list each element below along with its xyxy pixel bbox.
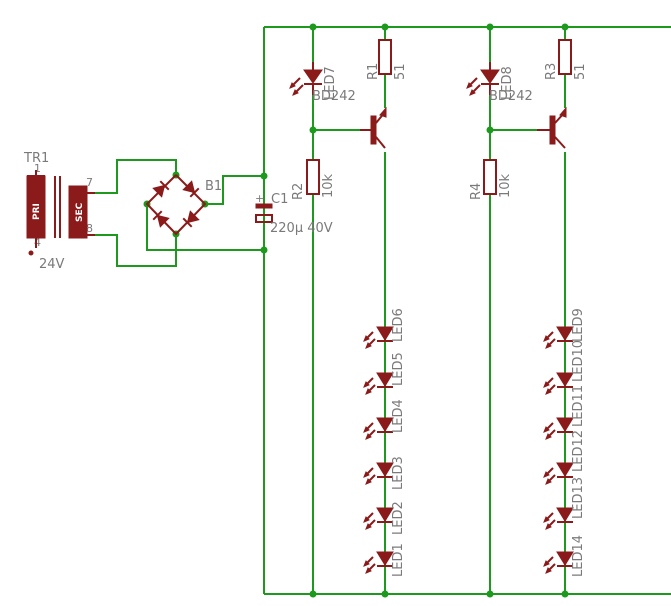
transformer-pin4: 4 bbox=[34, 236, 41, 249]
transformer-tr1: TR1 1 4 7 8 PRI SEC 24V bbox=[23, 151, 95, 272]
led9: LED9 bbox=[543, 308, 586, 349]
transistor-right bbox=[537, 106, 567, 149]
led11-label: LED11 bbox=[571, 385, 586, 427]
led3-label: LED3 bbox=[391, 456, 406, 490]
led8-value: BD242 bbox=[489, 89, 533, 104]
led-chain-left: LED6 LED5 LED4 LED3 LED2 bbox=[363, 308, 406, 577]
bridge-rectifier-b1: B1 bbox=[145, 174, 222, 236]
transformer-pin1: 1 bbox=[34, 162, 41, 175]
led11: LED11 bbox=[543, 385, 586, 440]
capacitor-plus: + bbox=[255, 192, 264, 205]
transformer-pin8: 8 bbox=[86, 222, 93, 235]
r3-name: R3 bbox=[544, 63, 559, 80]
led5: LED5 bbox=[363, 352, 406, 395]
led14-label: LED14 bbox=[571, 535, 586, 577]
transistor-left bbox=[360, 106, 387, 149]
capacitor-name: C1 bbox=[271, 192, 288, 207]
secondary-label: SEC bbox=[75, 202, 85, 222]
led4-label: LED4 bbox=[391, 399, 406, 433]
r4-name: R4 bbox=[469, 183, 484, 200]
r2-value: 10k bbox=[321, 173, 336, 198]
led10: LED10 bbox=[543, 340, 586, 395]
led10-label: LED10 bbox=[571, 340, 586, 382]
led3: LED3 bbox=[363, 456, 406, 490]
resistor-r1: R1 51 bbox=[366, 39, 408, 80]
led12: LED12 bbox=[543, 430, 586, 485]
led8-name: LED8 bbox=[500, 66, 515, 100]
resistor-r4: R4 10k bbox=[469, 159, 513, 200]
transformer-name: TR1 bbox=[23, 151, 49, 166]
led1: LED1 bbox=[363, 543, 406, 577]
capacitor-value: 220µ 40V bbox=[270, 221, 333, 236]
resistor-r3: R3 51 bbox=[544, 39, 588, 80]
led13-label: LED13 bbox=[571, 477, 586, 519]
led7-name: LED7 bbox=[323, 66, 338, 100]
junction-dots bbox=[143, 23, 569, 598]
led6-label: LED6 bbox=[391, 308, 406, 342]
led12-label: LED12 bbox=[571, 430, 586, 472]
r4-value: 10k bbox=[498, 173, 513, 198]
led4: LED4 bbox=[363, 399, 406, 440]
capacitor-c1: + C1 220µ 40V bbox=[255, 192, 333, 236]
led2: LED2 bbox=[363, 501, 406, 535]
led9-label: LED9 bbox=[571, 308, 586, 342]
led5-label: LED5 bbox=[391, 352, 406, 386]
bridge-name: B1 bbox=[205, 179, 222, 194]
led7-indicator: LED7 BD242 bbox=[289, 62, 356, 104]
led-chain-right: LED9 LED10 LED11 LED12 LED13 bbox=[543, 308, 586, 577]
r1-name: R1 bbox=[366, 63, 381, 80]
led8-indicator: LED8 BD242 bbox=[466, 62, 533, 104]
led6: LED6 bbox=[363, 308, 406, 349]
led1-label: LED1 bbox=[391, 543, 406, 577]
led13: LED13 bbox=[543, 477, 586, 530]
r3-value: 51 bbox=[573, 63, 588, 80]
led14: LED14 bbox=[543, 535, 586, 577]
r2-name: R2 bbox=[291, 183, 306, 200]
transformer-value: 24V bbox=[39, 257, 65, 272]
r1-value: 51 bbox=[393, 63, 408, 80]
led7-value: BD242 bbox=[312, 89, 356, 104]
primary-label: PRI bbox=[32, 203, 42, 220]
transformer-pin7: 7 bbox=[86, 176, 93, 189]
led2-label: LED2 bbox=[391, 501, 406, 535]
resistor-r2: R2 10k bbox=[291, 159, 336, 200]
